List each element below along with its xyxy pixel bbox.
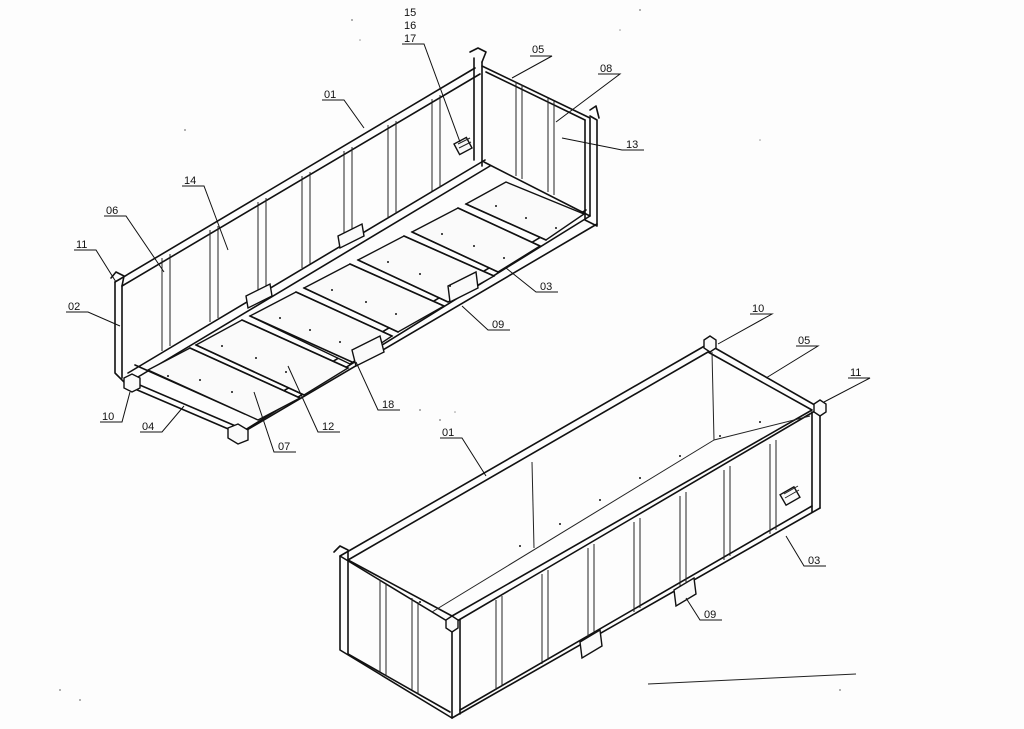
label-09-right: 09	[704, 609, 716, 621]
label-04: 04	[142, 421, 154, 433]
scan-noise	[59, 9, 841, 701]
label-16: 16	[404, 20, 416, 32]
label-15: 15	[404, 7, 416, 19]
label-03-top: 03	[540, 281, 552, 293]
closed-container-drawing	[333, 335, 827, 719]
label-18: 18	[382, 399, 394, 411]
label-07: 07	[278, 441, 290, 453]
label-17: 17	[404, 33, 416, 45]
label-13: 13	[626, 139, 638, 151]
label-10-left: 10	[102, 411, 114, 423]
label-03-right: 03	[808, 555, 820, 567]
label-11-right: 11	[850, 367, 861, 379]
label-09-top: 09	[492, 319, 504, 331]
label-01-right: 01	[442, 427, 454, 439]
label-06: 06	[106, 205, 118, 217]
label-05-top: 05	[532, 44, 544, 56]
open-container-drawing	[110, 47, 600, 445]
label-14: 14	[184, 175, 196, 187]
label-10-right: 10	[752, 303, 764, 315]
part-labels: 15 16 17 05 08 01 13 14 06 11 02 03 09 1…	[68, 7, 861, 621]
label-01-top: 01	[324, 89, 336, 101]
label-08: 08	[600, 63, 612, 75]
scan-artifact-line	[647, 673, 857, 685]
label-12: 12	[322, 421, 334, 433]
leader-lines	[66, 43, 871, 621]
label-02: 02	[68, 301, 80, 313]
label-11-left: 11	[76, 239, 87, 251]
label-05-right: 05	[798, 335, 810, 347]
